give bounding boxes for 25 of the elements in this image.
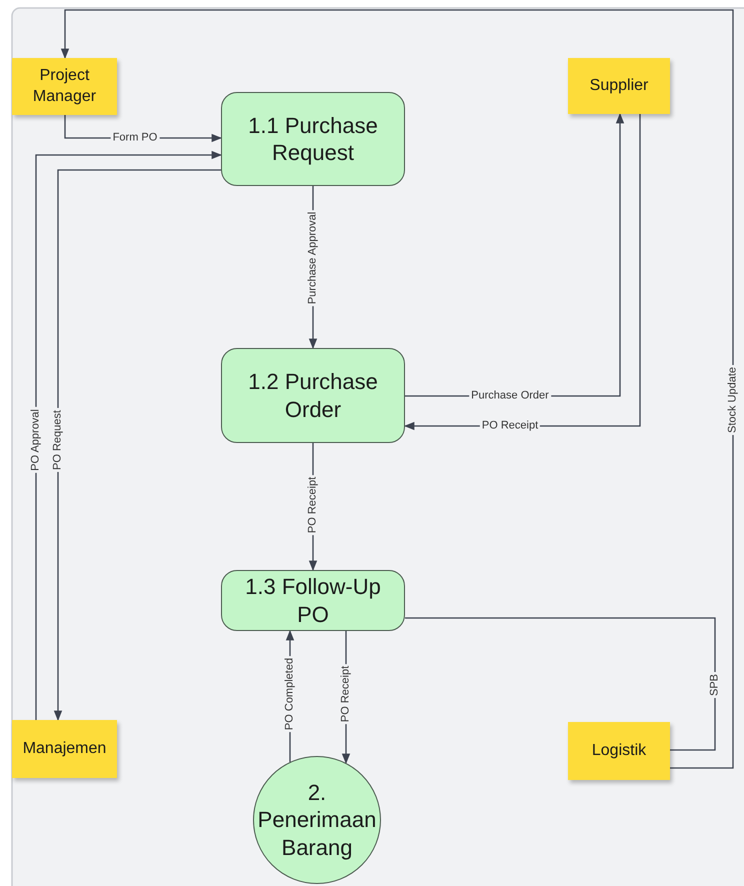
node-label: 2. Penerimaan Barang — [256, 778, 378, 862]
sticky-note — [568, 58, 670, 114]
sticky-note — [568, 722, 670, 780]
sticky-note — [12, 58, 117, 115]
node-label: 1.1 Purchase Request — [247, 112, 379, 166]
edge-label: PO Request — [52, 408, 64, 472]
node-label: Manajemen — [22, 738, 106, 759]
node-label: 1.3 Follow-Up PO — [244, 573, 382, 628]
edge-label: PO Completed — [284, 656, 296, 732]
process-box — [221, 92, 405, 186]
process-box — [221, 570, 405, 631]
node-label: Supplier — [590, 76, 648, 96]
edge-label: PO Receipt — [480, 420, 540, 432]
node-label: Logistik — [592, 740, 646, 761]
sticky-note — [12, 720, 117, 778]
node-label: 1.2 Purchase Order — [247, 368, 379, 423]
process-box — [221, 348, 405, 443]
node-label: Project Manager — [32, 66, 98, 106]
edge-label: PO Receipt — [340, 664, 352, 724]
edge-label: PO Approval — [30, 407, 42, 473]
arrow — [404, 114, 641, 430]
edge-label: Purchase Approval — [306, 210, 320, 306]
edge-label: Stock Update — [726, 364, 740, 436]
edge-label: PO Receipt — [306, 474, 320, 536]
arrow — [60, 9, 734, 769]
